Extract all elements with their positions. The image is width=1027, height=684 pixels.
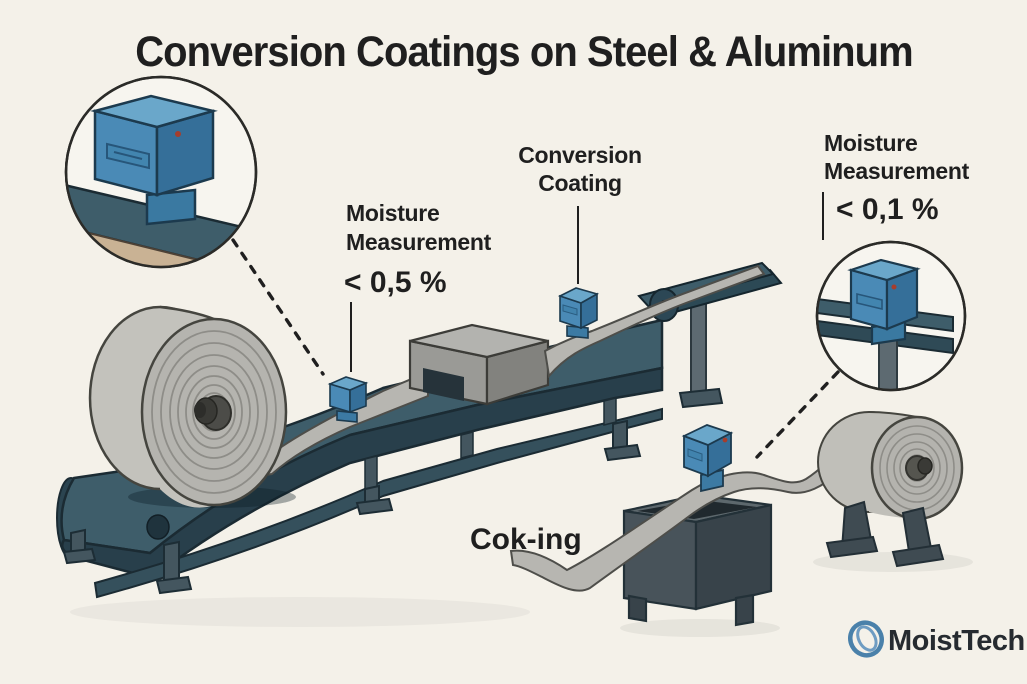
conveyor-legs: [62, 419, 642, 595]
discharge-pole-foot: [678, 387, 724, 409]
frame-rail: [93, 407, 663, 599]
inlet-label-line1: Moisture: [346, 200, 439, 226]
steel-coil: [88, 305, 288, 508]
inset-sensor-right: [847, 258, 921, 346]
inlet-moisture-value: < 0,5 %: [344, 266, 447, 299]
discharge-support-pole: [690, 290, 707, 402]
moisttech-logo-text: MoistTech: [888, 625, 1025, 657]
sensor-nameplate: [856, 292, 883, 311]
outlet-moisture-value: < 0,1 %: [836, 193, 939, 226]
page-title: Conversion Coatings on Steel & Aluminum: [135, 27, 913, 76]
coil-stands: [825, 500, 945, 568]
label-conversion-coating: Conversion Coating: [518, 142, 642, 284]
moisture-sensor-outlet: [681, 424, 734, 493]
coating-label-line1: Conversion: [518, 142, 642, 168]
label-inlet-moisture: Moisture Measurement < 0,5 %: [344, 200, 492, 372]
inset-sensor-pole: [878, 336, 898, 390]
sensor-led: [891, 284, 897, 290]
dip-tank: [622, 493, 773, 627]
dip-tank-label: Cok-ing: [470, 523, 582, 556]
moisttech-logo-icon: [848, 620, 884, 658]
frame-struts: [364, 397, 617, 491]
box-tunnel-opening: [423, 368, 464, 401]
moisture-sensor-inlet: [327, 376, 369, 423]
moisture-sensor-coating: [557, 287, 600, 339]
finished-coil: [817, 411, 964, 568]
coating-label-line2: Coating: [538, 170, 622, 196]
outlet-label-line2: Measurement: [824, 158, 970, 184]
coating-box: [408, 323, 550, 406]
inset-sensor-left: [90, 94, 218, 226]
callout-dash-right: [755, 370, 840, 459]
label-outlet-moisture: Moisture Measurement < 0,1 %: [822, 130, 970, 240]
inlet-label-line2: Measurement: [346, 229, 492, 255]
callout-dash-left: [231, 238, 325, 376]
sensor-led: [722, 437, 728, 443]
sensor-neck: [336, 410, 358, 423]
inset-detail-right: [815, 240, 967, 392]
end-drum: [146, 514, 170, 540]
inset-detail-left: [64, 75, 258, 269]
outlet-label-line1: Moisture: [824, 130, 917, 156]
moisttech-logo: MoistTech: [848, 620, 1025, 658]
sensor-led: [175, 131, 181, 137]
